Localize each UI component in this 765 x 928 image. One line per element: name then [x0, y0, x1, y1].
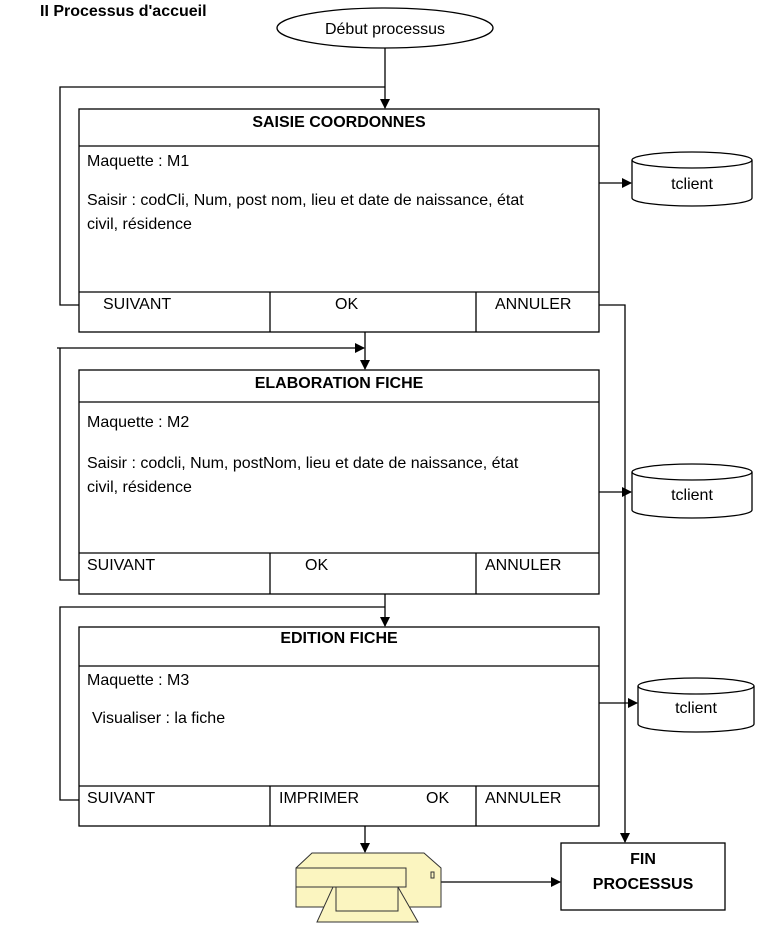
annuler-button[interactable]: ANNULER [485, 557, 561, 574]
suivant-button[interactable]: SUIVANT [103, 296, 171, 313]
suivant-button[interactable]: SUIVANT [87, 790, 155, 807]
maquette-label: Maquette : M1 [87, 153, 189, 170]
block-body: civil, résidence [87, 216, 192, 233]
start-label: Début processus [325, 21, 445, 38]
block-edition [78, 626, 600, 827]
imprimer-button[interactable]: IMPRIMER [279, 790, 359, 807]
end-label: PROCESSUS [593, 876, 694, 893]
store-label: tclient [675, 700, 717, 717]
annuler-button[interactable]: ANNULER [485, 790, 561, 807]
maquette-label: Maquette : M3 [87, 672, 189, 689]
block-title: EDITION FICHE [280, 630, 398, 647]
block-body: Visualiser : la fiche [92, 710, 225, 727]
suivant-button[interactable]: SUIVANT [87, 557, 155, 574]
annuler-button[interactable]: ANNULER [495, 296, 571, 313]
block-title: ELABORATION FICHE [255, 375, 424, 392]
heading: II Processus d'accueil [40, 3, 207, 20]
block-title: SAISIE COORDONNES [252, 114, 426, 131]
end-node [560, 842, 726, 911]
block-body: civil, résidence [87, 479, 192, 496]
ok-button[interactable]: OK [426, 790, 449, 807]
block-body: Saisir : codcli, Num, postNom, lieu et d… [87, 455, 519, 472]
printer-icon [295, 852, 442, 923]
maquette-label: Maquette : M2 [87, 414, 189, 431]
ok-button[interactable]: OK [305, 557, 328, 574]
block-elaboration [78, 369, 600, 595]
block-body: Saisir : codCli, Num, post nom, lieu et … [87, 192, 524, 209]
block-saisie [78, 108, 600, 333]
database-cylinder-icon [631, 463, 753, 519]
store-label: tclient [671, 487, 713, 504]
ok-button[interactable]: OK [335, 296, 358, 313]
database-cylinder-icon [637, 677, 755, 733]
database-cylinder-icon [631, 151, 753, 207]
store-label: tclient [671, 176, 713, 193]
end-label: FIN [630, 851, 656, 868]
